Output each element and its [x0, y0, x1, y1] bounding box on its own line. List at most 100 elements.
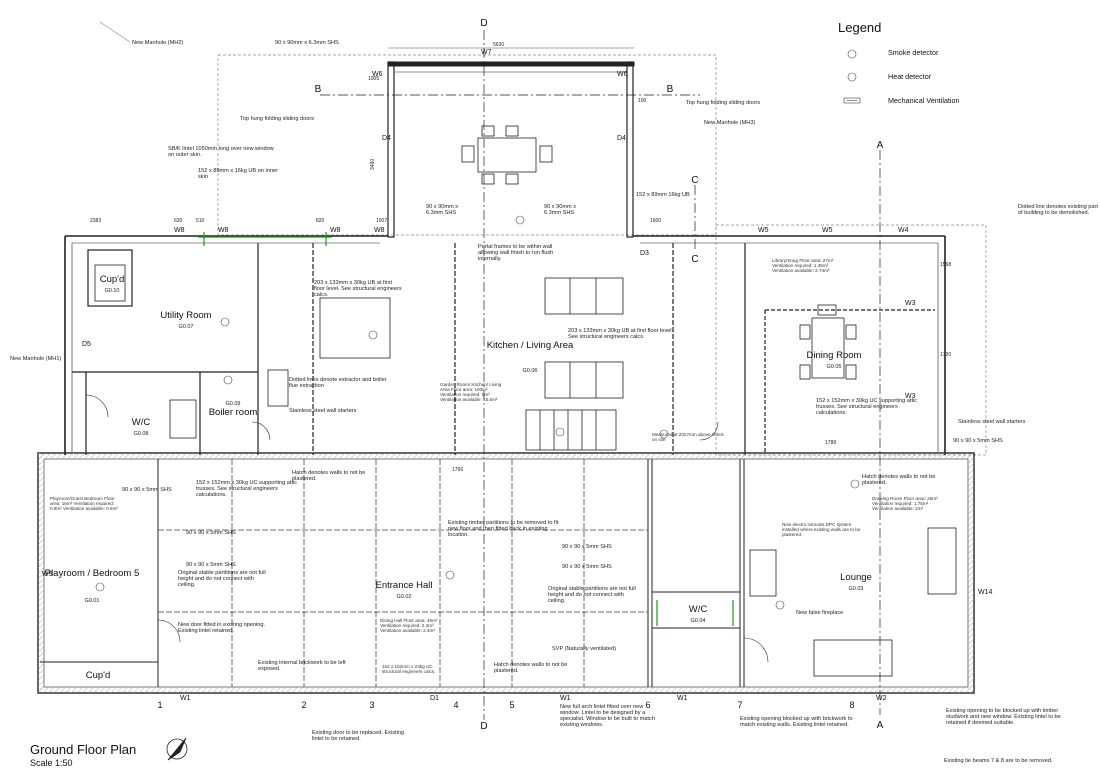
wall-tag-d4-right: D4: [617, 135, 626, 142]
note-shs-5mm-b: 90 x 90 x 5mm SHS: [186, 530, 236, 536]
grid-label-2: 2: [301, 700, 306, 710]
stable-partitions: [158, 459, 648, 687]
dim-100: 100: [638, 98, 647, 104]
legend-label-smoke: Smoke detector: [888, 48, 939, 57]
wall-tag-w2: W2: [876, 695, 887, 702]
dim-2383: 2383: [90, 218, 101, 224]
note-blocked-studwork: Existing opening to be blocked up with t…: [946, 708, 1061, 726]
note-ub-152-right: 152 x 89mm 16kg UB: [636, 192, 690, 198]
section-lines: [320, 30, 881, 720]
wall-tag-w9: W9: [42, 571, 53, 578]
grid-label-7: 7: [737, 700, 742, 710]
wall-tag-w1a: W1: [180, 695, 191, 702]
note-hatch-upper: Hatch denotes walls to not be plastered.: [292, 470, 365, 482]
wall-tag-w6-right: W6: [617, 71, 628, 78]
note-manhole-mh1: New Manhole (MH1): [10, 356, 61, 362]
wall-tag-w3b: W3: [905, 393, 916, 400]
note-portal-frames: Portal frames to be within wall allowing…: [478, 244, 553, 262]
room-labels: Cup'd G0.10 Utility Room G0.07 W/C G0.08…: [45, 274, 872, 681]
note-arch-lintel: New full arch lintel fitted over new win…: [560, 704, 655, 728]
room-code-kitchen: G0.06: [523, 368, 538, 374]
room-code-wc-lower: G0.04: [691, 618, 706, 624]
room-name-boiler: Boiler room: [209, 407, 258, 418]
wall-tag-w8d: W8: [374, 227, 385, 234]
room-name-cupd-lower: Cup'd: [86, 670, 111, 681]
note-garden-room-data: Garden Room/ Kitchen/ Living Area Floor …: [440, 382, 501, 402]
room-name-playroom: Playroom / Bedroom 5: [45, 568, 140, 579]
room-code-entrance: G0.02: [397, 594, 412, 600]
wall-tag-w8a: W8: [174, 227, 185, 234]
note-door-replaced: Existing door to be replaced. Existing l…: [312, 730, 404, 742]
legend-symbols: [843, 49, 861, 104]
dim-1568: 1568: [940, 262, 951, 268]
note-dining-hall-data: Dining Hall Floor area: 46m² Ventilation…: [380, 618, 437, 633]
grid-label-8: 8: [849, 700, 854, 710]
room-code-playroom: G0.01: [85, 598, 100, 604]
note-drawing-room-data: Drawing Room Floor area: 25m² Ventilatio…: [872, 496, 938, 511]
note-measured: Measured at 2027mm above check on site: [652, 432, 724, 442]
dim-1007: 1007: [376, 218, 387, 224]
wall-tag-w14: W14: [978, 589, 993, 596]
door-swings: [85, 394, 769, 663]
section-d-top: D: [480, 18, 487, 29]
wall-tag-w8c: W8: [330, 227, 341, 234]
legend-title: Legend: [838, 20, 882, 35]
smoke-detector-icon: [847, 49, 857, 59]
note-library-data: Library/Snug Floor area: 27m² Ventilatio…: [772, 258, 833, 273]
dim-1766: 1766: [452, 467, 463, 473]
note-false-fireplace: New false fireplace: [796, 610, 843, 616]
note-ub-152: 152 x 89mm x 16kg UB on inner skin: [198, 168, 278, 180]
heat-detector-icon: [847, 72, 857, 82]
room-code-lounge: G0.03: [849, 586, 864, 592]
dim-left-height: 3480: [370, 159, 376, 170]
grid-label-6: 6: [645, 700, 650, 710]
plan-title: Ground Floor Plan: [30, 742, 137, 757]
room-name-utility: Utility Room: [160, 310, 211, 321]
wall-tag-w6-left: W6: [372, 71, 383, 78]
smoke-detectors: [95, 215, 860, 610]
note-playroom-data: Playroom/Guest Bedroom Floor area: 16m² …: [50, 496, 118, 511]
wall-tag-d3: D3: [640, 250, 649, 257]
wall-tag-w4: W4: [898, 227, 909, 234]
dining-table: [799, 304, 857, 380]
room-name-wc-lower: W/C: [689, 604, 708, 615]
new-lintel-marks: [198, 232, 734, 626]
note-brickwork-exposed: Existing internal brickwork to be left e…: [258, 660, 346, 672]
wall-tag-w5b: W5: [822, 227, 833, 234]
note-hatch-lower: Hatch denotes walls to not be plastered.: [494, 662, 567, 674]
note-stable-right: Original stable partitions are not full …: [548, 586, 636, 604]
note-new-door: New door fitted in existing opening. Exi…: [178, 622, 265, 634]
note-shs-5mm-d: 90 x 90 x 5mm SHS: [562, 544, 612, 550]
room-name-entrance: Entrance Hall: [375, 580, 432, 591]
room-code-wc-upper: G0.08: [134, 431, 149, 437]
wall-tag-d1: D1: [430, 695, 439, 702]
note-uc-small: 152 x 152mm x 23kg UC structural enginee…: [382, 664, 435, 674]
section-markers: D D A A B B C C: [315, 18, 884, 732]
wall-tags: W7 W6 W6 W8 W8 W8 W8 W5 W5 W4 W3 W3 D4 D…: [42, 49, 993, 702]
note-sbk-lintel: SB/K lintel 1050mm long over new window …: [168, 146, 274, 158]
upper-block-walls: [64, 235, 946, 455]
room-code-dining: G0.05: [827, 364, 842, 370]
note-hatch-lounge: Hatch denotes walls to not be plastered.: [862, 474, 935, 486]
note-shs-5mm-a: 90 x 90 x 5mm SHS: [122, 487, 172, 493]
note-ub-203-a: 203 x 133mm x 30kg UB at first floor lev…: [314, 280, 402, 298]
legend-label-ventilation: Mechanical Ventilation: [888, 96, 960, 105]
note-uc-left: 152 x 152mm x 30kg UC supporting attic t…: [196, 480, 297, 498]
room-name-lounge: Lounge: [840, 572, 872, 583]
dimensions: 5630 3480 2383 1600 1720 1568 1788 1766 …: [90, 42, 951, 473]
lounge-furniture: [749, 527, 957, 677]
note-stable-left: Original stable partitions are not full …: [178, 570, 266, 588]
note-manhole-mh2: New Manhole (MH2): [132, 40, 183, 46]
room-code-utility: G0.07: [179, 324, 194, 330]
note-shs-5mm-e: 90 x 90 x 5mm SHS: [562, 564, 612, 570]
room-code-cupd-upper: G0.10: [105, 288, 120, 294]
kitchen-units: [94, 264, 624, 451]
plan-scale: Scale 1:50: [30, 758, 73, 768]
wall-tag-d5: D5: [82, 341, 91, 348]
note-manhole-mh3: New Manhole (MH3): [704, 120, 755, 126]
dim-1600: 1600: [650, 218, 661, 224]
section-b-right: B: [667, 84, 674, 95]
dim-630: 630: [174, 218, 183, 224]
section-a-top: A: [877, 140, 884, 151]
